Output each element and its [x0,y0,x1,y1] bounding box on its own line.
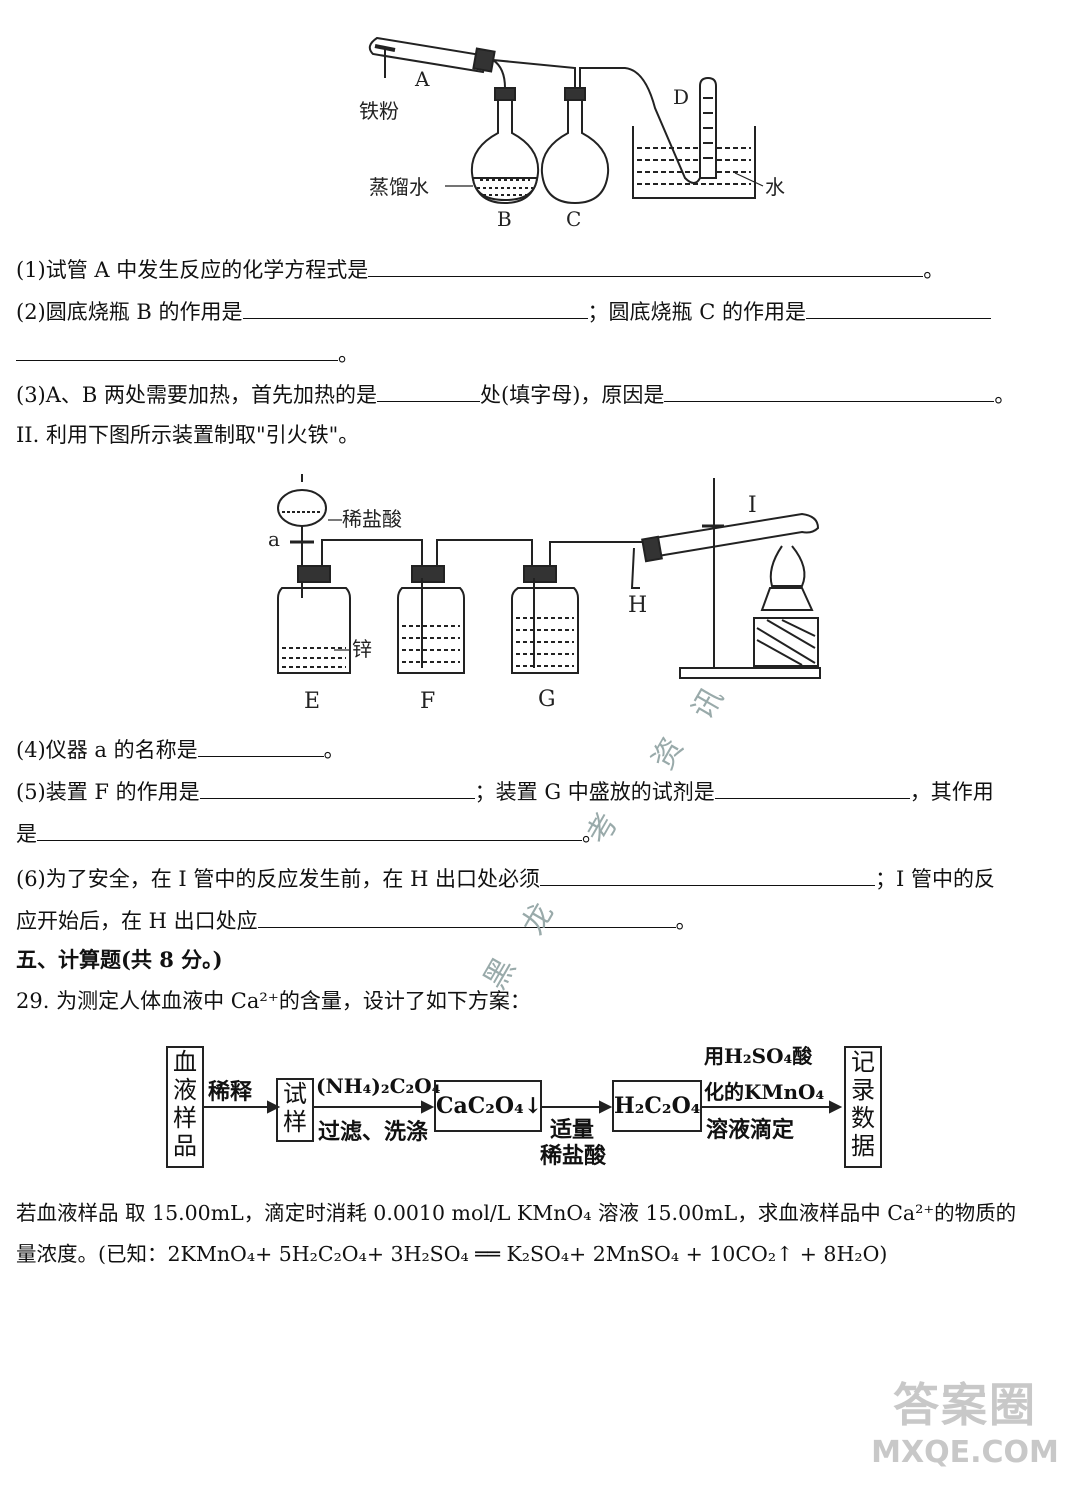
question-29-body-1: 若血液样品 取 15.00mL，滴定时消耗 0.0010 mol/L KMnO₄… [16,1201,1017,1225]
site-logo: 答案圈 MXQE.COM [870,1369,1060,1479]
answer-blank-6b[interactable] [257,907,676,928]
question-5: (5)装置 F 的作用是；装置 G 中盛放的试剂是，其作用 [16,778,994,804]
label-h: H [628,593,647,618]
label-zinc: 锌 [352,637,372,661]
label-i: I [748,493,757,518]
flow-label-titrate: 溶液滴定 [706,1117,795,1143]
question-4: (4)仪器 a 的名称是。 [16,736,345,762]
flow-box-record-data: 记录数据 [844,1046,882,1168]
logo-text-bottom: MXQE.COM [871,1435,1059,1470]
flow-label-dilute-hcl: 稀盐酸 [540,1143,607,1169]
flow-label-dilute: 稀释 [208,1079,253,1105]
question-6: (6)为了安全，在 I 管中的反应发生前，在 H 出口处必须；I 管中的反 [16,865,996,891]
alcohol-lamp [753,545,819,667]
answer-blank-2a[interactable] [242,298,588,319]
answer-blank-2b[interactable] [805,298,991,319]
label-a: A [414,67,430,91]
flow-label-acidified-1: 用H₂SO₄酸 [704,1044,813,1068]
flow-label-acidified-2: 化的KMnO₄ [704,1080,825,1104]
flow-label-appropriate: 适量 [550,1117,595,1143]
answer-blank-2c[interactable] [16,340,338,361]
bottle-e [277,539,423,674]
answer-blank-6a[interactable] [540,865,876,886]
flow-arrows [202,1100,843,1114]
logo-text-top: 答案圈 [893,1378,1037,1432]
question-5-cont: 是。 [16,820,603,846]
iron-stand [679,478,821,679]
label-f: F [420,689,435,714]
figure-apparatus-2: a 稀盐酸 锌 E F G H I [268,474,821,714]
water-trough [632,76,756,199]
flow-box-sample: 试样 [276,1078,314,1142]
question-2-cont: 。 [16,340,359,368]
tube-i [630,512,820,589]
label-water: 水 [765,175,785,199]
label-dilute-hcl: 稀盐酸 [342,507,402,531]
label-iron: 铁粉 [359,99,399,123]
separatory-funnel [277,474,327,598]
test-tube-a [368,36,496,78]
question-3: (3)A、B 两处需要加热，首先加热的是处(填字母)，原因是。 [16,381,1016,407]
figure-apparatus-1: A 铁粉 蒸馏水 B C D 水 [359,36,785,231]
answer-blank-1[interactable] [368,256,924,277]
answer-blank-5b[interactable] [714,778,910,799]
question-2: (2)圆底烧瓶 B 的作用是；圆底烧瓶 C 的作用是 [16,298,991,326]
flask-c [540,87,610,205]
flow-label-oxalate: (NH₄)₂C₂O₄ [316,1074,441,1098]
flask-b [470,87,540,205]
question-29-body-2: 量浓度。(已知：2KMnO₄+ 5H₂C₂O₄+ 3H₂SO₄ ══ K₂SO₄… [16,1242,888,1266]
answer-blank-3a[interactable] [377,381,481,402]
bottle-g [511,541,642,674]
flow-box-h2c2o4: H₂C₂O₄ [612,1080,702,1132]
question-29: 29. 为测定人体血液中 Ca²⁺的含量，设计了如下方案： [16,989,531,1013]
label-distilled-water: 蒸馏水 [369,175,429,199]
question-1: (1)试管 A 中发生反应的化学方程式是。 [16,256,945,282]
bottle-f [397,539,533,674]
answer-blank-3b[interactable] [664,381,995,402]
answer-blank-4[interactable] [197,736,324,757]
label-g: G [538,687,556,712]
flow-diagram: 血液样品 稀释 试样 (NH₄)₂C₂O₄ 过滤、洗涤 CaC₂O₄↓ 适量 稀… [160,1038,890,1173]
flow-label-filter-wash: 过滤、洗涤 [318,1119,429,1145]
section-ii-title: II. 利用下图所示装置制取"引火铁"。 [16,423,360,447]
answer-blank-5a[interactable] [199,778,475,799]
label-a-instrument: a [268,527,280,551]
section-5-title: 五、计算题(共 8 分。) [16,947,223,972]
flow-box-caco4: CaC₂O₄↓ [434,1080,542,1132]
question-6-cont: 应开始后，在 H 出口处应。 [16,907,697,933]
label-d: D [673,85,689,109]
watermark-char-2: 资 [645,732,691,776]
label-c: C [566,207,581,231]
label-b: B [497,207,512,231]
answer-blank-5c[interactable] [37,820,582,841]
label-e: E [304,689,320,714]
flow-box-blood-sample: 血液样品 [166,1046,204,1168]
